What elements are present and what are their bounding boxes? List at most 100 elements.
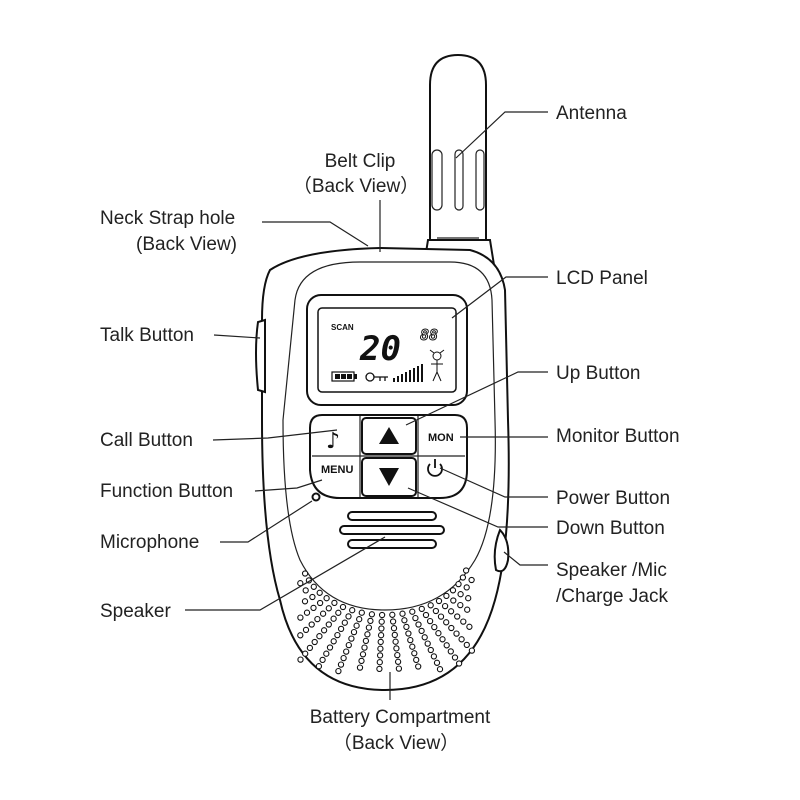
signal-strength-icon — [393, 364, 423, 382]
speaker-hole — [464, 606, 471, 613]
power-button[interactable] — [427, 459, 443, 477]
speaker-hole — [302, 587, 309, 594]
speaker-hole — [389, 611, 396, 618]
speaker-hole — [316, 633, 323, 640]
label-belt-clip: Belt Clip — [325, 151, 396, 172]
speaker-hole — [426, 617, 434, 625]
speaker-hole — [435, 597, 443, 605]
battery-level-icon — [331, 371, 357, 382]
speaker-hole — [330, 615, 337, 622]
speaker-hole — [362, 637, 370, 645]
monitor-button[interactable]: MON — [428, 432, 454, 444]
label-neck-strap: Neck Strap hole — [100, 208, 235, 229]
label-monitor-button: Monitor Button — [556, 426, 680, 447]
menu-button[interactable]: MENU — [321, 464, 353, 476]
speaker-hole — [301, 570, 309, 577]
label-neck-strap-sub: (Back View) — [136, 234, 237, 255]
label-power-button: Power Button — [556, 488, 670, 509]
speaker-hole — [378, 611, 386, 619]
speaker-hole — [403, 623, 410, 631]
speaker-hole — [422, 611, 430, 619]
lcd-code-number: 88 — [420, 326, 438, 344]
speaker-hole — [365, 624, 373, 631]
speaker-hole — [421, 634, 428, 641]
speaker-hole — [401, 617, 408, 624]
label-up-button: Up Button — [556, 363, 641, 384]
speaker-hole — [361, 644, 368, 651]
label-microphone: Microphone — [100, 532, 199, 553]
speaker-hole — [455, 580, 462, 588]
down-button[interactable] — [379, 468, 399, 486]
speaker-hole — [449, 587, 457, 594]
speaker-hole — [454, 613, 461, 620]
speaker-hole — [436, 666, 444, 673]
speaker-hole — [341, 619, 348, 626]
speaker-hole — [427, 646, 434, 654]
up-arrow-icon — [379, 427, 399, 444]
speaker-hole — [409, 608, 416, 615]
speaker-hole — [358, 609, 365, 616]
speaker-hole — [466, 623, 473, 630]
speaker-hole — [359, 651, 367, 658]
speaker-hole — [447, 608, 455, 615]
speaker-hole — [432, 607, 440, 615]
speaker-hole — [367, 617, 374, 625]
speaker-hole — [320, 627, 328, 634]
down-arrow-icon — [379, 468, 399, 486]
speaker-hole — [335, 667, 342, 675]
speaker-hole — [376, 665, 383, 673]
speaker-hole — [297, 632, 304, 639]
mon-label: MON — [428, 432, 454, 444]
speaker-hole — [412, 614, 419, 622]
call-button[interactable]: ♪ — [326, 429, 340, 454]
speaker-hole — [358, 657, 365, 665]
speaker-hole — [297, 656, 304, 663]
speaker-hole — [424, 640, 431, 647]
speaker-hole — [349, 607, 356, 614]
speaker-hole — [325, 621, 332, 628]
power-icon — [427, 459, 443, 477]
key-lock-icon — [365, 372, 388, 382]
label-belt-clip-sub: （Back View） — [293, 175, 419, 197]
speaker-hole — [350, 628, 358, 636]
speaker-hole — [310, 604, 317, 612]
music-note-icon: ♪ — [326, 429, 340, 454]
speaker-hole — [463, 641, 470, 649]
speaker-hole — [439, 636, 446, 643]
speaker-hole — [323, 650, 330, 657]
speaker-hole — [437, 613, 445, 620]
label-speaker-mic-jack-sub: /Charge Jack — [556, 586, 668, 607]
speaker-hole — [443, 619, 450, 626]
speaker-hole — [463, 584, 470, 591]
speaker-hole — [330, 638, 337, 645]
speaker-hole — [393, 645, 400, 652]
microphone-hole — [311, 492, 321, 502]
speaker-hole — [465, 595, 472, 602]
speaker-hole — [409, 643, 416, 650]
speaker-hole — [455, 660, 463, 667]
leader-lines — [185, 111, 548, 700]
speaker-hole — [389, 618, 397, 625]
speaker-hole — [368, 611, 376, 618]
up-button[interactable] — [379, 427, 399, 444]
lcd-panel: SCAN 20 88 — [306, 294, 468, 406]
speaker-hole — [297, 614, 304, 621]
speaker-hole — [451, 654, 459, 661]
speaker-hole — [447, 648, 454, 655]
speaker-hole — [415, 663, 422, 670]
speaker-hole — [302, 626, 310, 634]
speaker-hole — [308, 621, 315, 628]
speaker-hole — [391, 631, 398, 639]
speaker-hole — [345, 613, 352, 620]
speaker-hole — [394, 658, 402, 665]
speaker-hole — [323, 595, 330, 602]
person-icon — [429, 349, 445, 382]
speaker-hole — [378, 625, 385, 632]
speaker-hole — [415, 621, 422, 628]
speaker-hole — [356, 616, 363, 623]
label-talk-button: Talk Button — [100, 325, 194, 346]
speaker-hole — [418, 605, 425, 613]
speaker-hole — [413, 656, 420, 664]
speaker-hole — [319, 610, 327, 617]
